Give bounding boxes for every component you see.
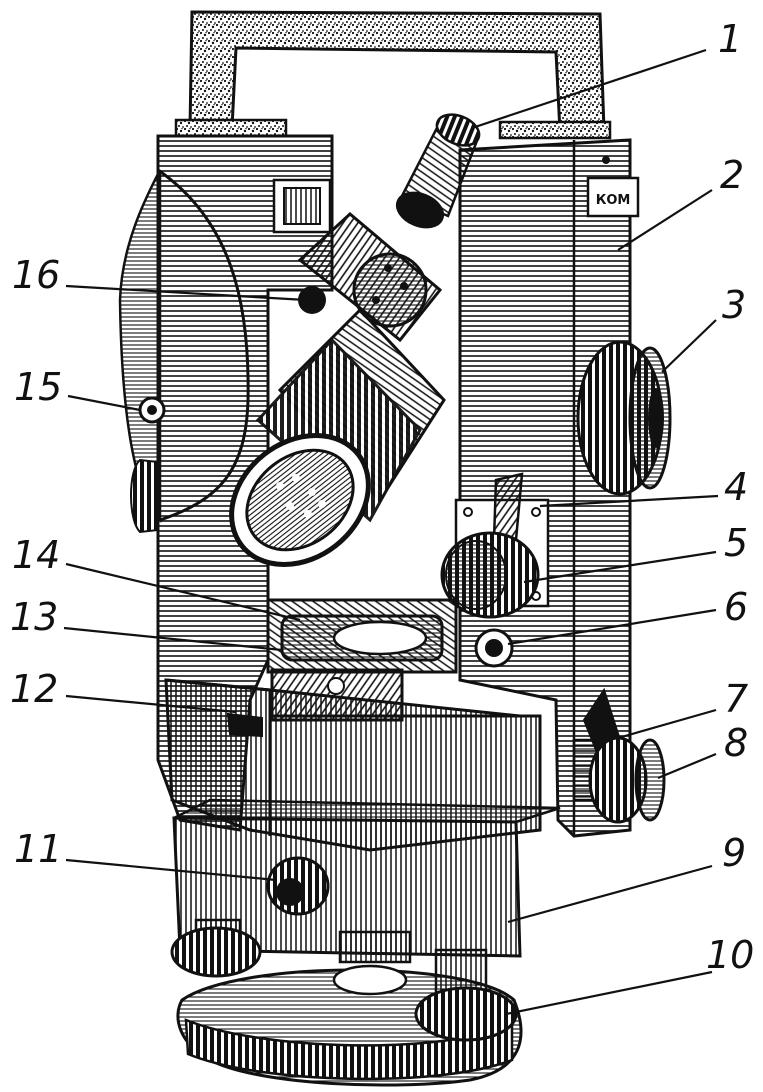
clamp-and-tangent-screw [572,687,666,824]
base-plate-with-foot-screws [170,918,523,1087]
foot-screw [414,986,518,1042]
callout-14: 14 [12,533,60,577]
right-standard: КОМ [440,138,640,838]
callout-1: 1 [718,17,742,61]
callout-6: 6 [724,585,748,629]
name-plate-text: КОМ [596,193,631,208]
name-plate: КОМ [586,176,640,218]
cross-bar [266,598,458,674]
vertical-circle-knob [576,340,672,496]
carry-handle [174,10,612,140]
callout-8: 8 [724,721,748,765]
callout-5: 5 [724,521,748,565]
callout-numbers: 1 2 3 4 5 6 7 8 9 10 11 12 13 14 15 16 [10,17,754,977]
callout-2: 2 [720,153,744,197]
leader-lines [63,48,719,1016]
telescope [229,113,481,568]
callout-11: 11 [14,827,62,871]
tribrach [172,798,561,958]
callout-12: 12 [10,667,58,711]
callout-16: 16 [12,253,60,297]
callout-9: 9 [722,831,746,875]
callout-7: 7 [724,677,748,721]
callout-15: 15 [14,365,62,409]
callout-3: 3 [722,283,746,327]
callout-13: 13 [10,595,58,639]
callout-10: 10 [706,933,754,977]
callout-4: 4 [724,465,748,509]
